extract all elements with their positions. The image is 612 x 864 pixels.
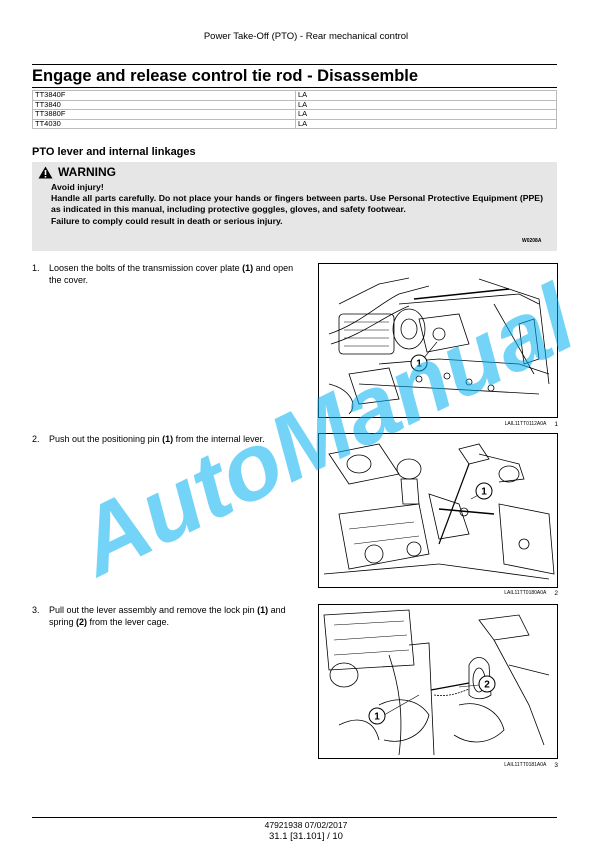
region-cell: LA	[295, 109, 557, 120]
page-title: Engage and release control tie rod - Dis…	[32, 67, 419, 85]
warning-line-2: Handle all parts carefully. Do not place…	[51, 193, 543, 215]
figure-1-illustration: 1	[328, 277, 550, 415]
figure-3: 2 1	[318, 604, 558, 759]
figure-3-callout-1: 1	[374, 712, 380, 723]
running-header: Power Take-Off (PTO) - Rear mechanical c…	[203, 31, 409, 42]
region-cell: LA	[295, 118, 557, 129]
step-text: Push out the positioning pin (1) from th…	[49, 434, 265, 444]
figure-code: LAIL11TT0181A0A	[504, 762, 547, 768]
figure-2-caption: LAIL11TT0180A0A 2	[318, 590, 558, 597]
title-bottom-rule	[32, 87, 557, 88]
figure-1-callout-1: 1	[416, 359, 422, 370]
warning-line-1: Avoid injury!	[51, 182, 104, 192]
figure-number: 1	[554, 421, 558, 428]
step-number: 2.	[32, 434, 40, 444]
figure-number: 2	[554, 590, 558, 597]
step-text: Loosen the bolts of the transmission cov…	[49, 263, 294, 285]
figure-2-illustration: 1	[323, 443, 555, 580]
figure-number: 3	[554, 762, 558, 769]
model-cell: TT3880F	[32, 109, 296, 120]
figure-3-illustration: 2 1	[323, 609, 550, 756]
warning-text: Avoid injury! Handle all parts carefully…	[51, 182, 543, 227]
figure-2: 1	[318, 433, 558, 588]
section-title: PTO lever and internal linkages	[32, 146, 196, 158]
step-text: Pull out the lever assembly and remove t…	[49, 605, 286, 627]
step-number: 1.	[32, 263, 40, 273]
model-cell: TT3840F	[32, 90, 296, 101]
figure-2-callout-1: 1	[481, 487, 487, 498]
figure-3-caption: LAIL11TT0181A0A 3	[318, 762, 558, 769]
warning-code: W0208A	[522, 238, 542, 244]
figure-code: LAIL11TT0180A0A	[504, 590, 547, 596]
warning-box	[32, 162, 557, 251]
figure-3-callout-2: 2	[484, 680, 490, 691]
footer-page-ref: 31.1 [31.101] / 10	[269, 831, 343, 842]
figure-1: 1	[318, 263, 558, 418]
warning-triangle-icon	[38, 166, 53, 178]
footer-doc-code: 47921938 07/02/2017	[264, 820, 348, 830]
warning-label: WARNING	[58, 165, 116, 179]
model-cell: TT4030	[32, 118, 296, 129]
figure-1-caption: LAIL11TT0112A0A 1	[318, 421, 558, 428]
region-cell: LA	[295, 99, 557, 110]
step-number: 3.	[32, 605, 40, 615]
footer-rule	[32, 817, 557, 818]
step-1: 1. Loosen the bolts of the transmission …	[32, 262, 302, 286]
model-cell: TT3840	[32, 99, 296, 110]
region-cell: LA	[295, 90, 557, 101]
warning-line-3: Failure to comply could result in death …	[51, 215, 283, 226]
title-top-rule	[32, 64, 557, 65]
figure-code: LAIL11TT0112A0A	[504, 421, 547, 427]
step-3: 3. Pull out the lever assembly and remov…	[32, 604, 302, 628]
warning-heading: WARNING	[38, 165, 116, 179]
step-2: 2. Push out the positioning pin (1) from…	[32, 433, 302, 445]
